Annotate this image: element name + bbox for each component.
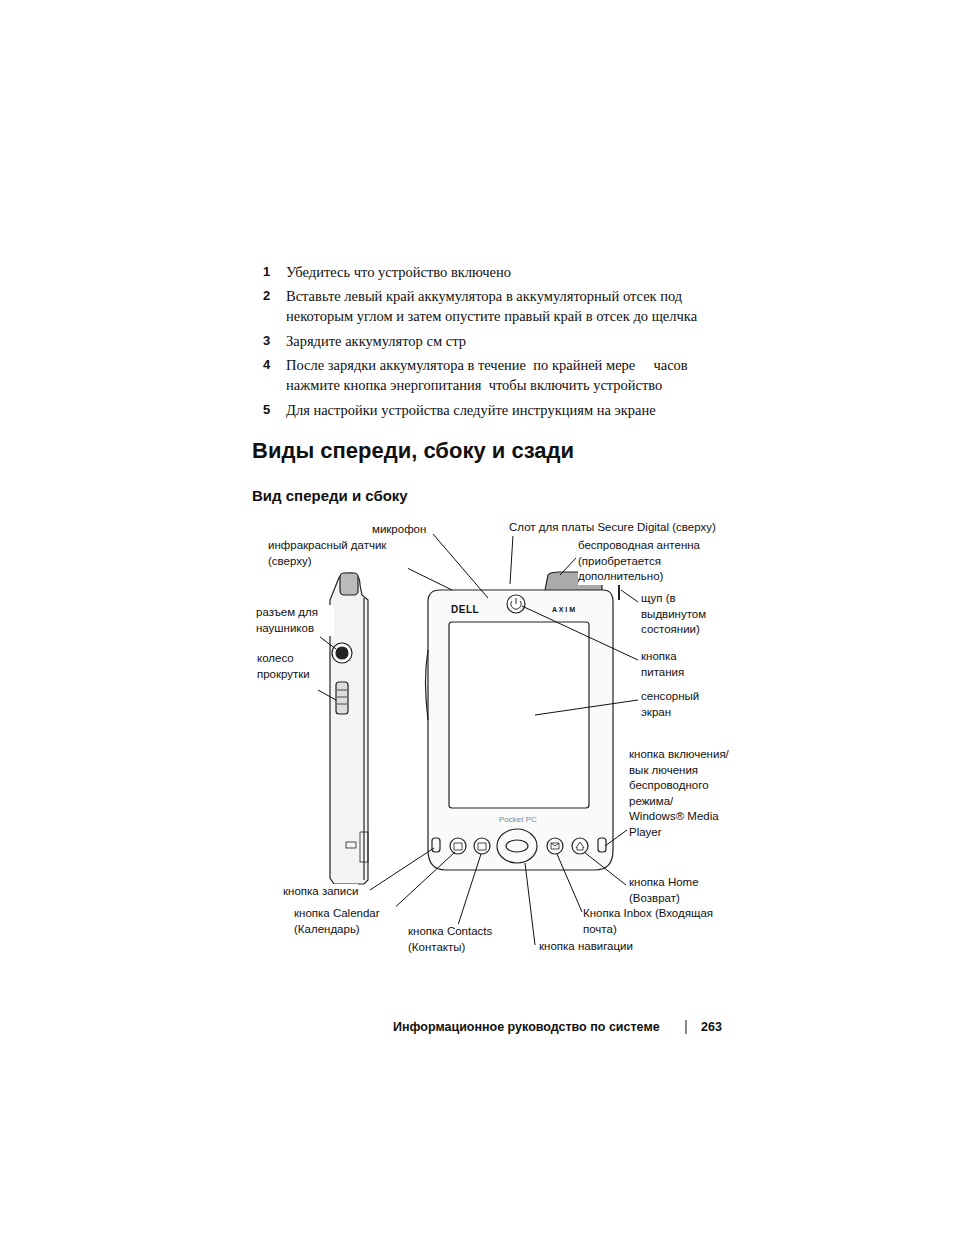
callout-label: Кнопка Inbox (Входящая почта) [583,906,733,937]
device-model: A X I M [552,606,575,613]
list-item: Убедитесь что устройство включено [286,262,511,282]
callout-label: кнопка Home (Возврат) [629,875,724,906]
callout-label: щуп (в выдвинутом состоянии) [641,591,726,638]
callout-label: кнопка Calendar (Календарь) [294,906,396,937]
callout-label: разъем для наушников [256,605,334,636]
callout-label: кнопка Contacts (Контакты) [408,924,513,955]
device-label: Pocket PC [499,815,537,824]
footer-text: Информационное руководство по системе [393,1020,660,1034]
callout-label: инфракрасный датчик (сверху) [268,538,408,569]
callout-label: сенсорный экран [641,689,721,720]
section-title: Виды спереди, сбоку и сзади [252,438,574,464]
callout-label: кнопка питания [641,649,716,680]
callout-label: беспроводная антенна (приобретается допо… [578,538,718,585]
callout-label: кнопка записи [283,884,358,900]
callout-label: кнопка включения/вык лючения беспроводно… [629,747,729,840]
callout-label: кнопка навигации [539,939,633,955]
list-item: Зарядите аккумулятор см стр [286,331,466,351]
list-number: 4 [263,355,270,375]
device-logo: DELL [451,604,479,615]
callout-label: микрофон [372,522,426,538]
list-number: 2 [263,286,270,306]
subsection-title: Вид спереди и сбоку [252,487,408,504]
list-item: После зарядки аккумулятора в течение по … [286,355,736,395]
list-item: Вставьте левый край аккумулятора в аккум… [286,286,736,326]
list-number: 3 [263,331,270,351]
list-number: 1 [263,262,270,282]
list-number: 5 [263,400,270,420]
list-item: Для настройки устройства следуйте инстру… [286,400,656,420]
page-number: 263 [701,1020,722,1034]
callout-label: Слот для платы Secure Digital (сверху) [509,520,716,536]
callout-label: колесо прокрутки [257,651,329,682]
